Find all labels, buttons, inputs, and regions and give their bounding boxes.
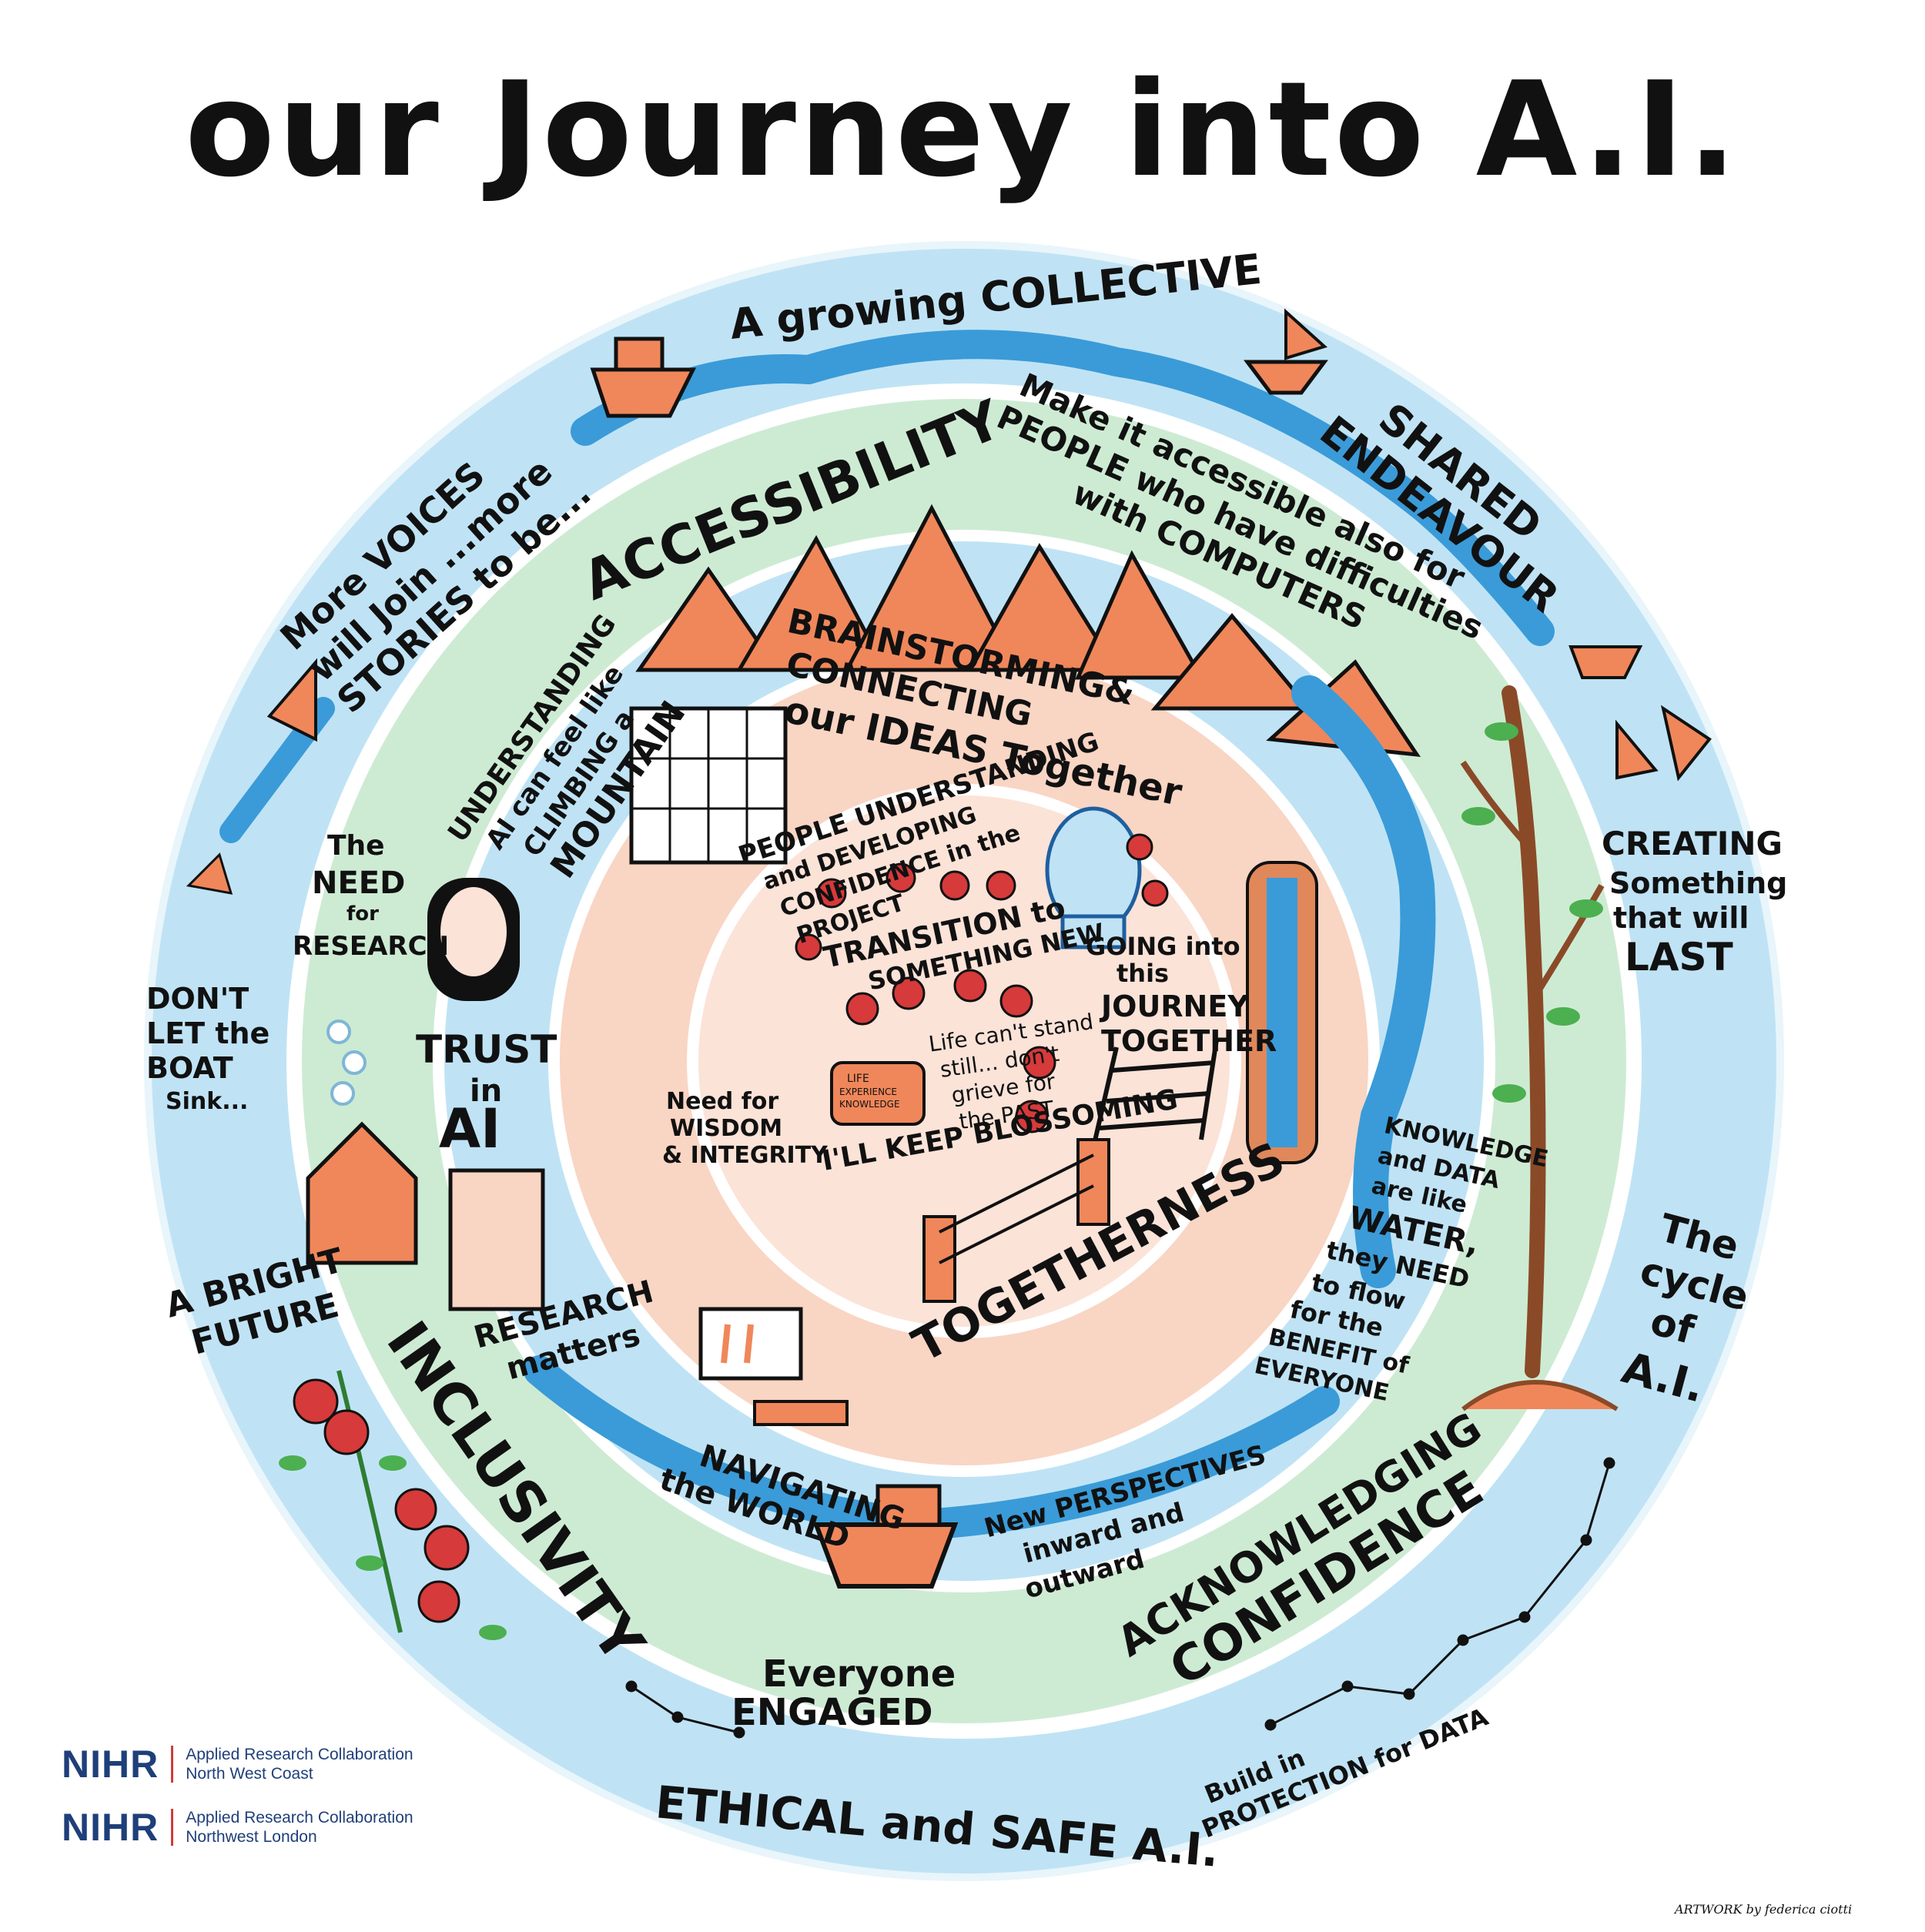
trust-text-3: AI [439,1097,500,1160]
logo-nihr-nwc: NIHR Applied Research Collaboration Nort… [62,1742,413,1786]
sailboat-icon [266,658,317,742]
nihr-logo-text: NIHR [62,1743,159,1786]
logo-divider [171,1809,174,1846]
logo-caption-line1: Applied Research Collaboration [186,1746,413,1763]
waterfall-icon [1246,861,1318,1164]
steamboat-icon [1568,645,1643,679]
data-network-icon [625,1457,1615,1739]
roses-bush-icon [279,1370,507,1640]
need-wisdom-text-3: & INTEGRITY [662,1142,829,1169]
steamboat-icon [590,337,697,418]
sailboat-icon [186,852,233,895]
going-text-2: this [1116,959,1169,988]
bridge-icon [922,1138,1110,1303]
creating-text-1: CREATING [1602,825,1783,862]
going-text-3: JOURNEY [1099,989,1249,1023]
chest-text-1: LIFE [847,1073,869,1085]
dont-let-text-3: BOAT [146,1051,233,1085]
everyone-text-2: ENGAGED [732,1691,933,1734]
dont-let-text-2: LET the [146,1016,270,1050]
chest-text-2: EXPERIENCE [839,1087,897,1097]
dont-let-text-1: DON'T [146,982,249,1016]
artwork-credit: ARTWORK by federica ciotti [1675,1902,1853,1917]
chest-text-3: KNOWLEDGE [839,1099,900,1110]
creating-text-4: LAST [1625,935,1733,979]
logo-caption-line1: Applied Research Collaboration [186,1809,413,1827]
trust-text-1: TRUST [416,1027,557,1072]
the-need-text-1: The [327,830,385,862]
family-picture-icon [448,1168,545,1311]
rose-icon [795,833,1169,1133]
the-need-text-3: for [346,902,379,926]
portrait-icon [427,878,520,1001]
page-title: our Journey into A.I. [185,54,1740,206]
sailboat-icon [1244,308,1328,395]
river-icon [1291,675,1436,1288]
steamboat-icon [812,1484,959,1589]
dont-let-text-4: Sink... [166,1088,248,1115]
mountain-icon [635,504,1421,758]
logo-caption: Applied Research Collaboration Northwest… [186,1808,413,1847]
logos: NIHR Applied Research Collaboration Nort… [62,1742,413,1868]
logo-caption-line2: North West Coast [186,1765,313,1783]
going-text-1: GOING into [1086,932,1240,961]
logo-nihr-nwl: NIHR Applied Research Collaboration Nort… [62,1805,413,1850]
sailboat-icon [1615,705,1712,782]
video-grid-icon [629,706,788,865]
statue-head-icon [1045,806,1142,949]
nihr-logo-text: NIHR [62,1806,159,1849]
logo-caption: Applied Research Collaboration North Wes… [186,1745,413,1783]
computer-icon [698,1307,849,1426]
the-need-text-2: NEED [312,866,405,901]
house-icon [306,1020,418,1265]
need-wisdom-text-2: WISDOM [670,1115,782,1142]
creating-text-2: Something [1609,866,1787,900]
treasure-chest-icon [830,1061,926,1126]
logo-divider [171,1746,174,1783]
ladder-icon [1091,1039,1219,1148]
need-wisdom-text-1: Need for [666,1088,778,1115]
everyone-text-1: Everyone [762,1652,956,1696]
creating-text-3: that will [1613,901,1749,935]
tree-icon [1460,685,1619,1411]
logo-caption-line2: Northwest London [186,1828,317,1846]
going-text-4: TOGETHER [1101,1024,1277,1058]
outer-river [571,330,1555,646]
the-need-text-4: RESEARCH [293,931,449,962]
trust-text-2: in [470,1073,502,1109]
